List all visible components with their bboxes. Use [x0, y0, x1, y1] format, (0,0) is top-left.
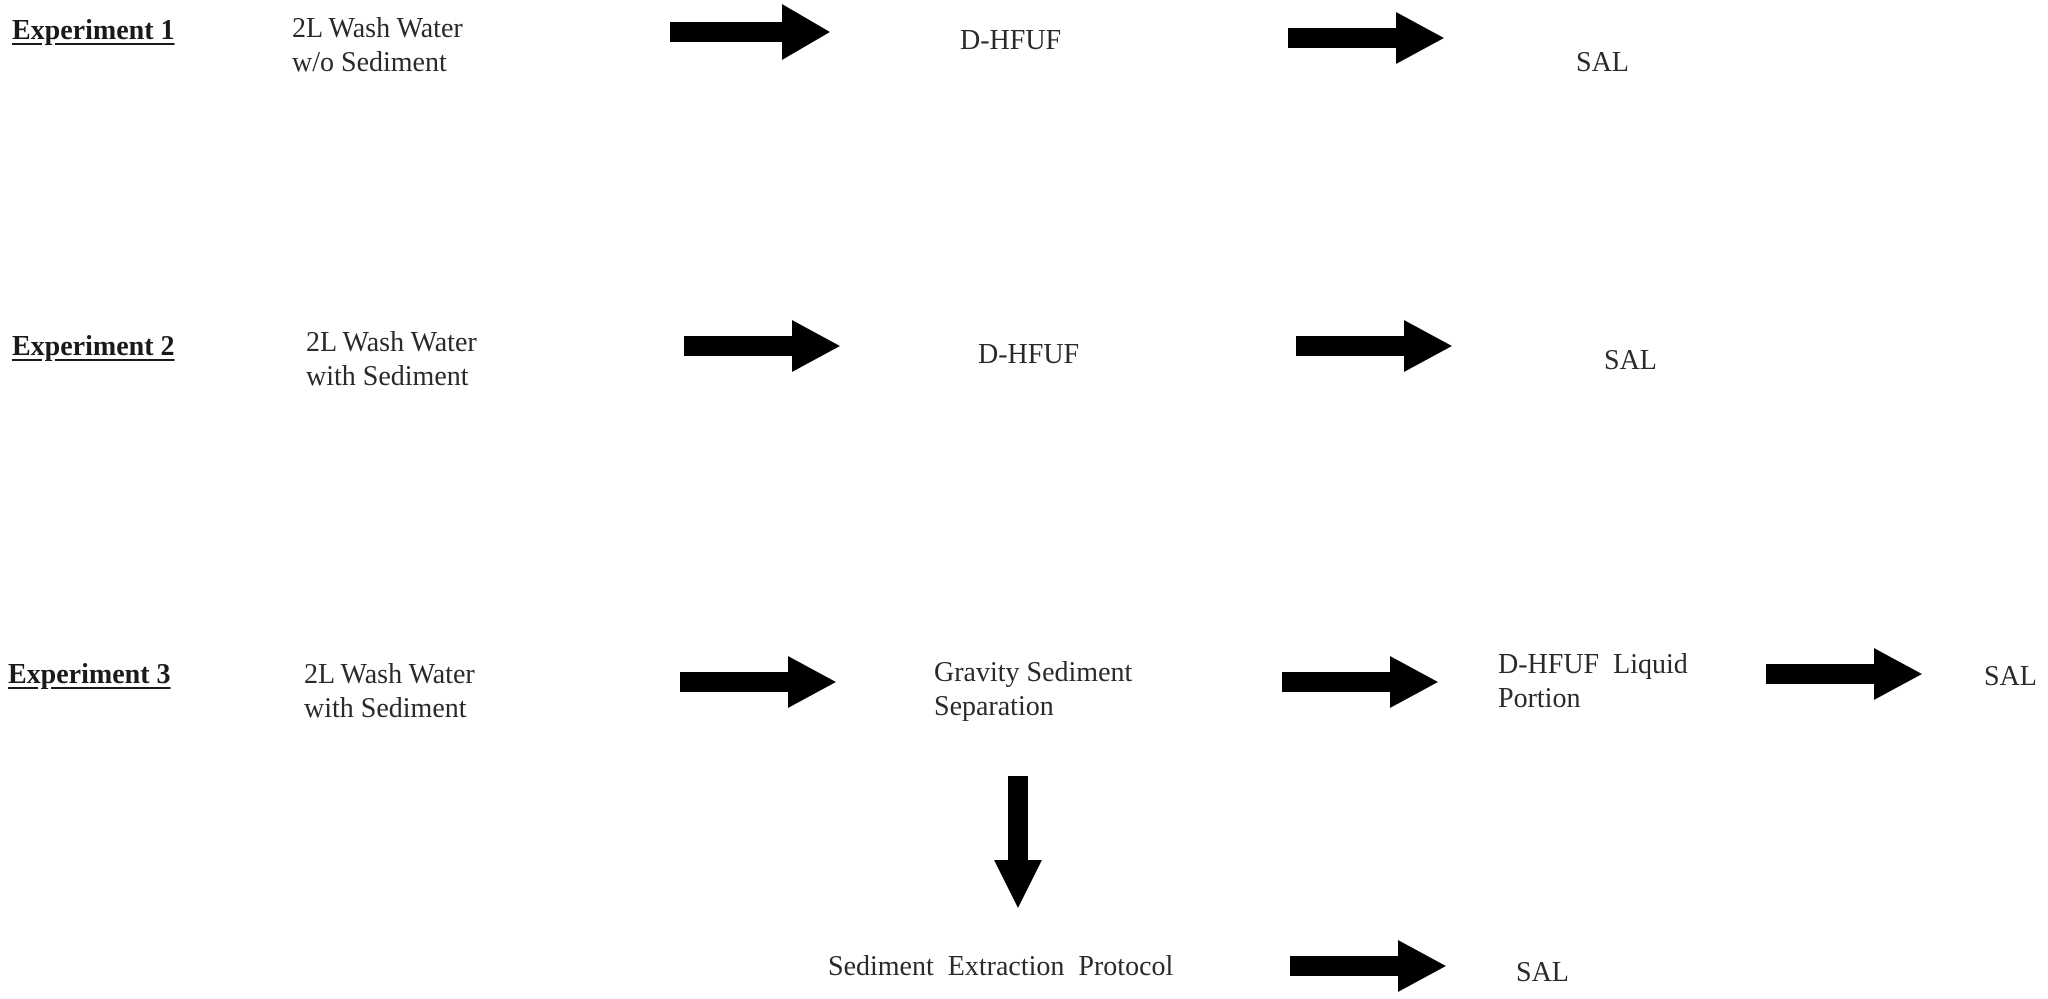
experiment-2-input-line2: with Sediment: [306, 361, 469, 392]
arrow-shape: [1296, 320, 1452, 372]
experiment-2-step: D-HFUF: [978, 339, 1080, 370]
experiment-3-arrow-branch: [1290, 940, 1446, 992]
experiment-1-result: SAL: [1576, 47, 1629, 78]
experiment-3-step2: D-HFUF Liquid Portion: [1498, 648, 1688, 716]
experiment-3-step-line2: Separation: [934, 691, 1054, 722]
experiment-1-arrow-1: [670, 4, 830, 60]
experiment-3-step2-line2: Portion: [1498, 683, 1581, 714]
experiment-2-input: 2L Wash Water with Sediment: [306, 326, 477, 394]
experiment-2-result: SAL: [1604, 345, 1657, 376]
experiment-3-arrow-1: [680, 656, 836, 708]
experiment-3-input-line1: 2L Wash Water: [304, 659, 475, 690]
experiment-1-arrow-2: [1288, 12, 1444, 64]
arrow-shape: [1290, 940, 1446, 992]
experiment-1-title: Experiment 1: [12, 15, 175, 46]
experiment-3-input-line2: with Sediment: [304, 693, 467, 724]
experiment-3-step-line1: Gravity Sediment: [934, 657, 1133, 688]
experiment-1-input-line2: w/o Sediment: [292, 47, 447, 78]
experiment-3-title: Experiment 3: [8, 659, 171, 690]
experiment-3-step2-line1: D-HFUF Liquid: [1498, 649, 1688, 680]
arrow-shape: [680, 656, 836, 708]
experiment-1-input: 2L Wash Water w/o Sediment: [292, 12, 463, 80]
arrow-shape: [994, 776, 1042, 908]
arrow-shape: [1288, 12, 1444, 64]
arrow-shape: [670, 4, 830, 60]
experiment-3-input: 2L Wash Water with Sediment: [304, 658, 475, 726]
experiment-3-branch-result: SAL: [1516, 957, 1569, 988]
experiment-3-arrow-3: [1766, 648, 1922, 700]
experiment-1-step: D-HFUF: [960, 25, 1062, 56]
arrow-shape: [1766, 648, 1922, 700]
experiment-3-arrow-down: [994, 776, 1042, 908]
experiment-2-title: Experiment 2: [12, 331, 175, 362]
arrow-shape: [1282, 656, 1438, 708]
experiment-2-arrow-2: [1296, 320, 1452, 372]
experiment-3-step: Gravity Sediment Separation: [934, 656, 1132, 724]
arrow-shape: [684, 320, 840, 372]
experiment-3-result: SAL: [1984, 661, 2037, 692]
experiment-1-input-line1: 2L Wash Water: [292, 13, 463, 44]
experiment-2-arrow-1: [684, 320, 840, 372]
experiment-3-arrow-2: [1282, 656, 1438, 708]
experiment-3-branch-step: Sediment Extraction Protocol: [828, 951, 1174, 982]
experiment-2-input-line1: 2L Wash Water: [306, 327, 477, 358]
